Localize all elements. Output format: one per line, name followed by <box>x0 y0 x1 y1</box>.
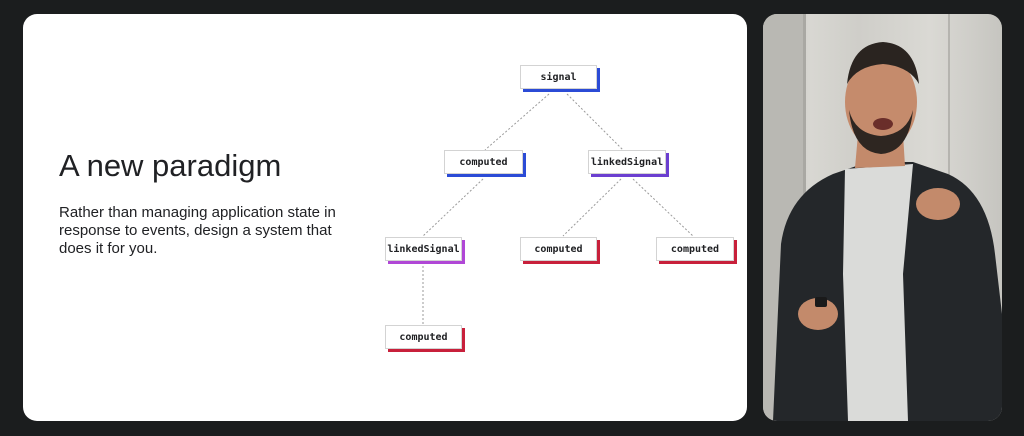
node-computed-mid: computed <box>520 237 597 261</box>
edge-computed-linked <box>422 178 484 237</box>
node-computed-right: computed <box>656 237 734 261</box>
slide-subtitle: Rather than managing application state i… <box>59 204 336 257</box>
node-linkedsignal-right: linkedSignal <box>588 150 666 174</box>
edge-root-linked <box>566 93 624 151</box>
node-computed-bottom: computed <box>385 325 462 349</box>
presentation-slide: A new paradigm Rather than managing appl… <box>23 14 747 421</box>
graph-edges <box>422 93 694 324</box>
node-linkedsignal-left: linkedSignal <box>385 237 462 261</box>
speaker-video <box>763 14 1002 421</box>
node-computed-left: computed <box>444 150 523 174</box>
node-signal: signal <box>520 65 597 89</box>
speaker-figure <box>763 14 1002 421</box>
edge-linked-computed-mid <box>562 178 622 237</box>
slide-title: A new paradigm <box>59 148 282 183</box>
edge-linked-computed-right <box>632 178 694 237</box>
edge-root-computed <box>484 93 550 151</box>
